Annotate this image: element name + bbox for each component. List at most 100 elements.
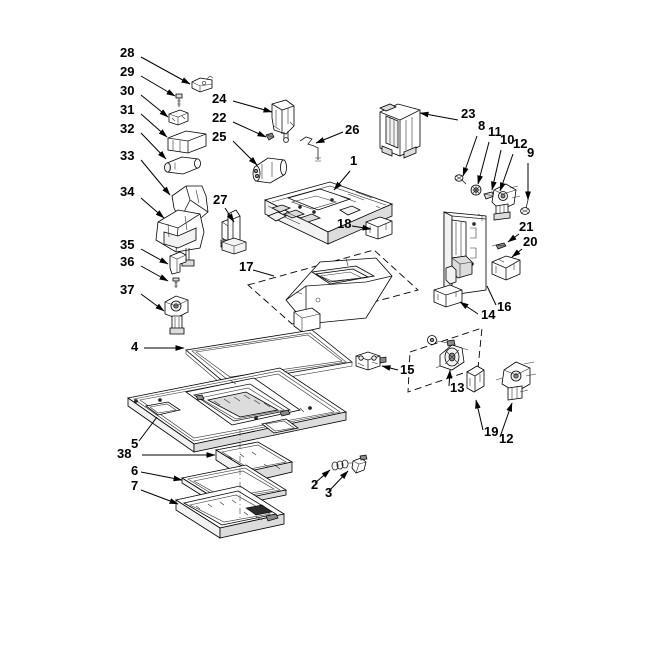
callout-number-11: 11 [488, 124, 502, 139]
callout-37: 37 [120, 282, 165, 312]
callout-number-13: 13 [450, 380, 464, 395]
part-14-shape [433, 284, 463, 308]
callout-number-4: 4 [131, 339, 139, 354]
callout-number-35: 35 [120, 237, 134, 252]
callout-21: 21 [507, 219, 533, 243]
callout-number-9: 9 [527, 145, 534, 160]
callout-5: 5 [131, 416, 158, 451]
callout-leader-17 [252, 269, 275, 277]
part-18-shape [365, 216, 393, 240]
part-25-shape [252, 157, 287, 184]
part-29-shape [175, 93, 183, 107]
callout-number-36: 36 [120, 254, 134, 269]
callout-leader-12b [499, 402, 513, 438]
callout-18: 18 [337, 216, 372, 231]
callout-29: 29 [120, 64, 176, 97]
callout-36: 36 [120, 254, 169, 282]
callout-number-7: 7 [131, 478, 138, 493]
callout-leader-18 [351, 224, 372, 231]
part-34-shape [155, 209, 205, 267]
part-21-shape [491, 242, 507, 250]
callout-1: 1 [333, 153, 357, 191]
callout-layer: 2829303132333435363745386724222527261181… [117, 45, 537, 505]
part-12b-shape [495, 361, 537, 401]
callout-8: 8 [462, 118, 485, 177]
callout-leader-12 [499, 153, 514, 192]
callout-number-22: 22 [212, 110, 226, 125]
callout-leader-21 [507, 233, 520, 243]
callout-leader-34 [140, 197, 165, 219]
part-5-shape [126, 367, 348, 453]
callout-number-8: 8 [478, 118, 485, 133]
callout-number-33: 33 [120, 148, 134, 163]
callout-number-16: 16 [497, 299, 511, 314]
callout-leader-36 [140, 265, 169, 282]
part-22-shape [265, 132, 275, 141]
callout-number-28: 28 [120, 45, 134, 60]
part-1-shape [263, 181, 394, 245]
callout-number-19: 19 [484, 424, 498, 439]
callout-leader-10 [491, 149, 502, 191]
callout-leader-22 [232, 121, 267, 138]
callout-number-15: 15 [400, 362, 414, 377]
callout-number-29: 29 [120, 64, 134, 79]
callout-23: 23 [419, 106, 475, 121]
callout-leader-13 [446, 369, 453, 387]
part-28-shape [191, 75, 214, 93]
callout-22: 22 [212, 110, 267, 138]
callout-number-1: 1 [350, 153, 357, 168]
callout-16: 16 [486, 285, 511, 314]
part-16-shape [443, 211, 487, 297]
callout-leader-27 [224, 207, 235, 223]
callout-38: 38 [117, 446, 216, 461]
callout-27: 27 [213, 192, 235, 223]
callout-number-32: 32 [120, 121, 134, 136]
callout-number-38: 38 [117, 446, 131, 461]
callout-number-5: 5 [131, 436, 138, 451]
callout-25: 25 [212, 129, 258, 166]
callout-28: 28 [120, 45, 191, 85]
callout-number-23: 23 [461, 106, 475, 121]
part-7-shape [174, 485, 286, 539]
callout-number-30: 30 [120, 83, 134, 98]
part-24-shape [271, 99, 295, 143]
callout-leader-29 [140, 75, 176, 97]
callout-10: 10 [491, 132, 514, 191]
callout-4: 4 [131, 339, 185, 354]
callout-leader-15 [381, 365, 399, 371]
callout-15: 15 [381, 362, 414, 377]
part-2-shape [331, 459, 352, 471]
callout-number-14: 14 [481, 307, 496, 322]
callout-number-2: 2 [311, 477, 318, 492]
callout-7: 7 [131, 478, 179, 505]
callout-leader-37 [140, 293, 165, 312]
callout-32: 32 [120, 121, 167, 160]
callout-leader-35 [140, 248, 169, 265]
callout-leader-6 [140, 471, 183, 482]
part-11-shape [470, 184, 482, 196]
callout-31: 31 [120, 102, 168, 138]
callout-35: 35 [120, 237, 169, 265]
callout-leader-23 [419, 111, 459, 121]
callout-leader-26 [315, 131, 344, 144]
callout-leader-32 [140, 132, 167, 160]
callout-number-31: 31 [120, 102, 134, 117]
callout-leader-11 [477, 141, 490, 185]
callout-number-24: 24 [212, 91, 227, 106]
callout-leader-20 [511, 248, 523, 258]
callout-leader-16 [486, 285, 497, 306]
part-12-shape [491, 183, 521, 221]
callout-30: 30 [120, 83, 169, 118]
part-23-shape [379, 103, 421, 159]
part-35-shape [169, 251, 187, 275]
callout-13: 13 [446, 369, 464, 395]
callout-number-12: 12 [513, 136, 527, 151]
callout-17: 17 [239, 259, 275, 277]
callout-leader-28 [140, 56, 191, 85]
callout-number-20: 20 [523, 234, 537, 249]
callout-leader-8 [462, 135, 478, 177]
part-3-shape [351, 454, 368, 474]
callout-leader-3 [328, 470, 349, 492]
